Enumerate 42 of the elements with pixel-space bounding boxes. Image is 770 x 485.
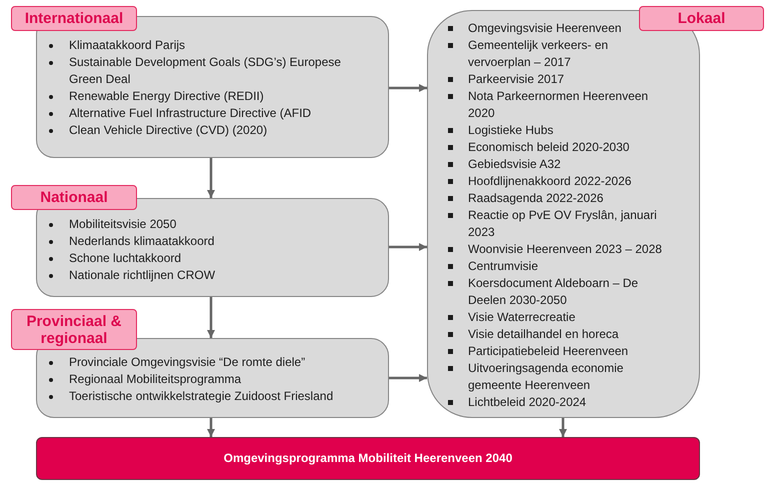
- list-item: Nota Parkeernormen Heerenveen 2020: [448, 88, 667, 122]
- list-item: Regionaal Mobiliteitsprogramma: [49, 371, 364, 388]
- list-item: Sustainable Development Goals (SDG’s) Europese Green Deal: [49, 54, 364, 88]
- list-item: Raadsagenda 2022-2026: [448, 190, 667, 207]
- program-title: Omgevingsprogramma Mobiliteit Heerenveen 2040: [224, 451, 512, 466]
- list-item: Reactie op PvE OV Fryslân, januari 2023: [448, 207, 667, 241]
- list-item: Alternative Fuel Infrastructure Directive (AFID: [49, 105, 364, 122]
- list-item: Logistieke Hubs: [448, 122, 667, 139]
- level-tag: Provinciaal & regionaal: [11, 309, 137, 350]
- list-item: Clean Vehicle Directive (CVD) (2020): [49, 122, 364, 139]
- list-item: Schone luchtakkoord: [49, 250, 364, 267]
- list-item: Toeristische ontwikkelstrategie Zuidoost Friesland: [49, 388, 364, 405]
- level-tag: Nationaal: [11, 185, 137, 210]
- list-item: Provinciale Omgevingsvisie “De romte diele”: [49, 354, 364, 371]
- list-item: Centrumvisie: [448, 258, 667, 275]
- arrow: [389, 84, 427, 92]
- list-item: Participatiebeleid Heerenveen: [448, 343, 667, 360]
- list-item: Parkeervisie 2017: [448, 71, 667, 88]
- list-item: Lichtbeleid 2020-2024: [448, 394, 667, 411]
- arrow: [207, 297, 215, 338]
- arrow: [559, 418, 567, 437]
- list-item: Gebiedsvisie A32: [448, 156, 667, 173]
- arrow: [207, 418, 215, 437]
- arrow: [389, 243, 427, 251]
- level-tag: Lokaal: [639, 6, 764, 31]
- list-item: Renewable Energy Directive (REDII): [49, 88, 364, 105]
- list-item: Klimaatakkoord Parijs: [49, 37, 364, 54]
- list-item: Mobiliteitsvisie 2050: [49, 216, 364, 233]
- arrow: [207, 158, 215, 198]
- list-item: Nederlands klimaatakkoord: [49, 233, 364, 250]
- list-item: Woonvisie Heerenveen 2023 – 2028: [448, 241, 667, 258]
- list-item: Visie Waterrecreatie: [448, 309, 667, 326]
- list-item: Koersdocument Aldeboarn – De Deelen 2030-2050: [448, 275, 667, 309]
- level-tag: Internationaal: [11, 6, 137, 31]
- program-banner: [36, 437, 700, 480]
- list-item: Visie detailhandel en horeca: [448, 326, 667, 343]
- list-item: Nationale richtlijnen CROW: [49, 267, 364, 284]
- list-item: Uitvoeringsagenda economie gemeente Heerenveen: [448, 360, 667, 394]
- arrow: [389, 374, 427, 382]
- list-item: Economisch beleid 2020-2030: [448, 139, 667, 156]
- list-item: Gemeentelijk verkeers- en vervoerplan – 2017: [448, 37, 667, 71]
- list-item: Hoofdlijnenakkoord 2022-2026: [448, 173, 667, 190]
